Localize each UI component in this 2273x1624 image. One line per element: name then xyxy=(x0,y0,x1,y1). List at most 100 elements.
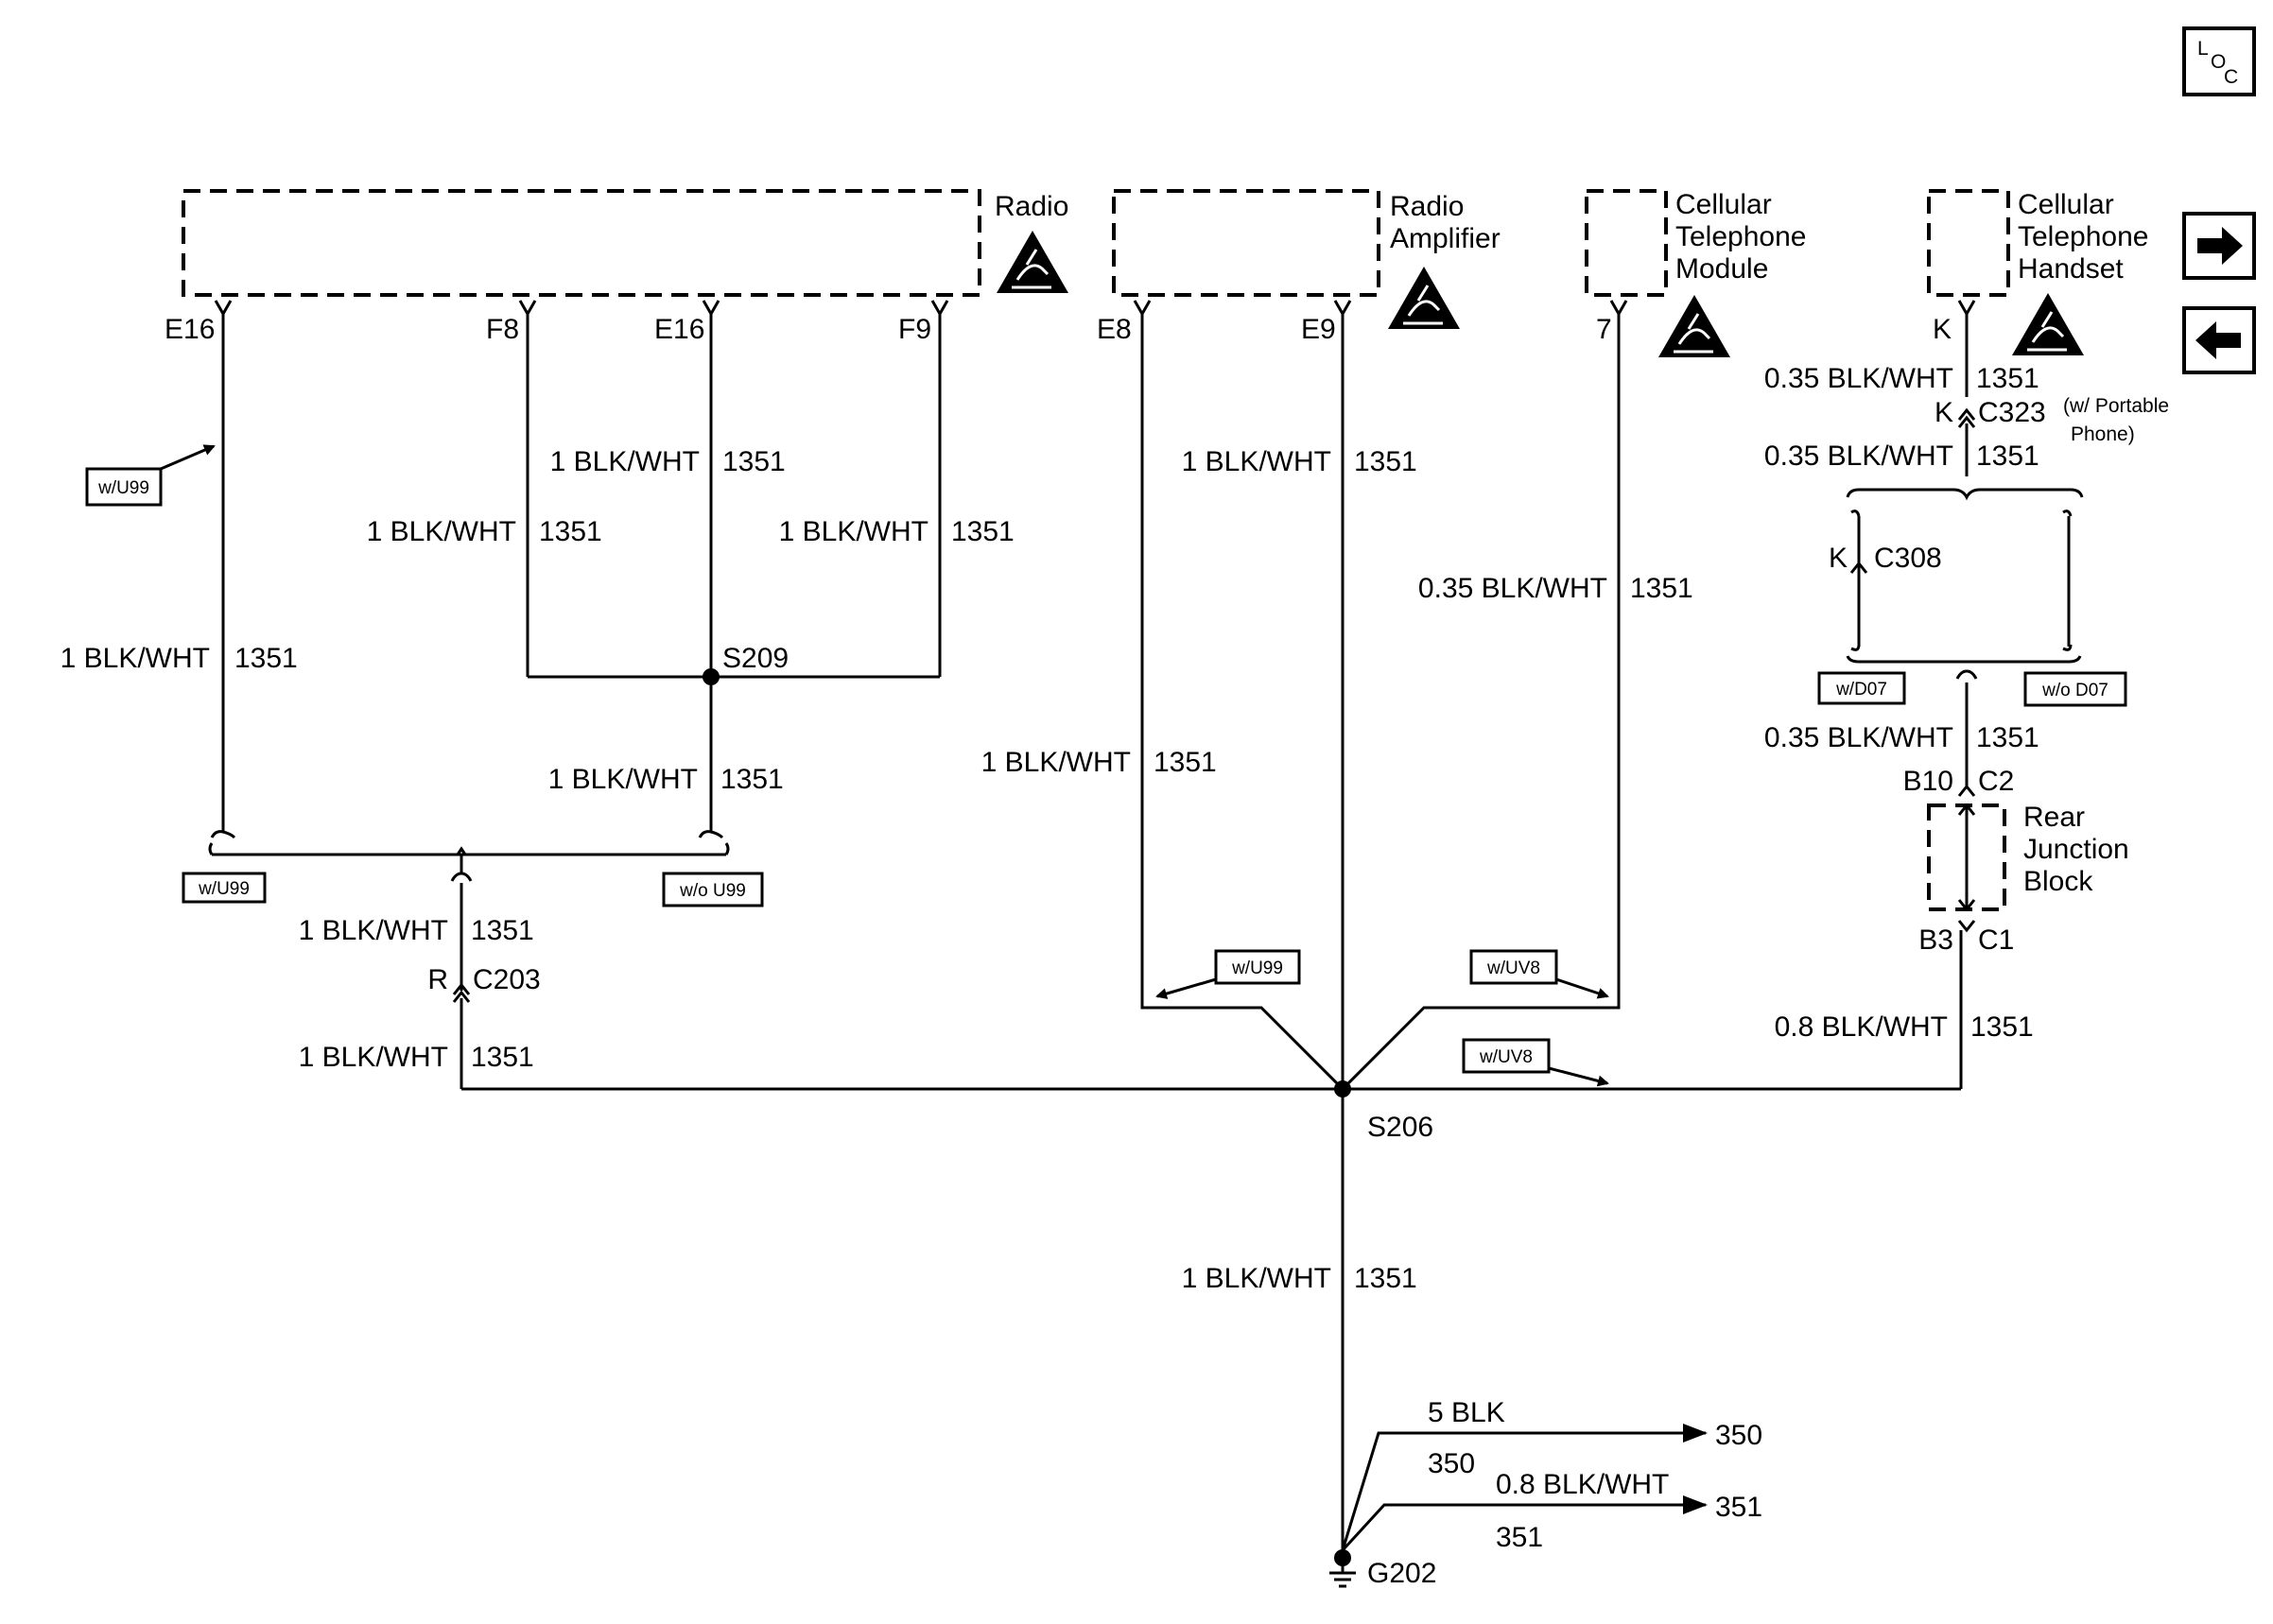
pin-e8: E8 xyxy=(1097,314,1132,345)
esd-sensitive-icon xyxy=(1386,265,1462,331)
pin-f8: F8 xyxy=(486,314,519,345)
connector-c323-label: C323 xyxy=(1978,397,2046,428)
wire-label-spec: 1 BLK/WHT xyxy=(550,446,700,477)
option-tag: w/U99 xyxy=(85,444,216,507)
pin-e16-mid: E16 xyxy=(654,314,704,345)
svg-text:w/UV8: w/UV8 xyxy=(1479,1047,1533,1067)
connector-c308-label: C308 xyxy=(1874,543,1942,574)
wire-label-spec: 1 BLK/WHT xyxy=(1182,446,1331,477)
option-tag: w/UV8 xyxy=(1462,1038,1609,1087)
splice-s209-dot xyxy=(703,668,720,685)
ground-g202-dot xyxy=(1334,1549,1351,1566)
svg-text:w/o U99: w/o U99 xyxy=(679,881,746,901)
next-page-button[interactable] xyxy=(2182,212,2256,280)
wire-label-spec: 1 BLK/WHT xyxy=(299,1042,448,1073)
rear-junction-label-2: Junction xyxy=(2023,834,2129,865)
wire-label-circuit: 1351 xyxy=(1354,446,1417,477)
option-tag: w/D07 xyxy=(1817,671,1906,705)
pin-k-handset: K xyxy=(1933,314,1952,345)
wire-label-circuit: 1351 xyxy=(1970,1011,2034,1043)
svg-text:w/U99: w/U99 xyxy=(97,478,149,498)
wire-label-circuit: 1351 xyxy=(1976,441,2039,472)
wire-label-circuit: 1351 xyxy=(471,1042,534,1073)
splice-s206-label: S206 xyxy=(1367,1112,1433,1143)
svg-text:O: O xyxy=(2211,51,2226,73)
svg-text:L: L xyxy=(2197,38,2209,60)
option-tag: w/U99 xyxy=(182,872,267,904)
rear-junction-label-1: Rear xyxy=(2023,802,2085,833)
pin-7: 7 xyxy=(1596,314,1612,345)
cellular-module-label-1: Cellular xyxy=(1675,189,1772,220)
cellular-module-label-3: Module xyxy=(1675,253,1768,285)
svg-text:w/D07: w/D07 xyxy=(1835,680,1887,700)
wire-label-spec: 1 BLK/WHT xyxy=(1182,1263,1331,1294)
wire-label-circuit: 1351 xyxy=(234,643,298,674)
wire-label-spec: 0.8 BLK/WHT xyxy=(1496,1469,1669,1500)
wire-label-circuit: 351 xyxy=(1496,1522,1543,1553)
option-tag: w/o D07 xyxy=(2023,671,2127,707)
radio-box xyxy=(182,189,981,297)
junction-pin-b10: B10 xyxy=(1903,766,1953,797)
connector-c323-pin: K xyxy=(1935,397,1953,428)
wire-label-circuit: 1351 xyxy=(1976,363,2039,394)
wire-label-circuit: 1351 xyxy=(951,516,1015,547)
wire-label-spec: 1 BLK/WHT xyxy=(981,747,1131,778)
pin-e9: E9 xyxy=(1301,314,1336,345)
cellular-handset-label-2: Telephone xyxy=(2018,221,2148,252)
cellular-module-label-2: Telephone xyxy=(1675,221,1806,252)
pin-e16-left: E16 xyxy=(165,314,215,345)
radio-amplifier-label-2: Amplifier xyxy=(1390,223,1501,254)
connector-c203-pin: R xyxy=(427,964,448,995)
wire-label-spec: 0.35 BLK/WHT xyxy=(1764,722,1953,753)
option-tag: w/UV8 xyxy=(1469,949,1609,999)
ground-icon xyxy=(1329,1562,1356,1588)
pin-f9: F9 xyxy=(898,314,931,345)
wire-label-circuit: 1351 xyxy=(722,446,786,477)
circuit-reference: 350 xyxy=(1715,1420,1762,1451)
radio-label: Radio xyxy=(995,191,1068,222)
wire-label-circuit: 1351 xyxy=(1976,722,2039,753)
esd-sensitive-icon xyxy=(1657,293,1732,359)
wire-label-spec: 0.8 BLK/WHT xyxy=(1775,1011,1948,1043)
connector-c203-label: C203 xyxy=(473,964,541,995)
junction-pin-c2: C2 xyxy=(1978,766,2014,797)
circuit-reference: 351 xyxy=(1715,1492,1762,1523)
wire-label-spec: 1 BLK/WHT xyxy=(548,764,698,795)
connector-c323-note: Phone) xyxy=(2071,423,2135,445)
svg-text:C: C xyxy=(2224,66,2238,88)
wire-label-circuit: 1351 xyxy=(471,915,534,946)
cellular-handset-label-3: Handset xyxy=(2018,253,2124,285)
arrow-left-icon xyxy=(2195,321,2241,359)
arrow-right-icon xyxy=(2197,227,2243,265)
junction-pin-b3: B3 xyxy=(1918,924,1953,956)
pin-forks xyxy=(214,300,1976,320)
location-button[interactable]: L O C xyxy=(2182,26,2256,96)
wire-label-circuit: 1351 xyxy=(1354,1263,1417,1294)
previous-page-button[interactable] xyxy=(2182,306,2256,374)
option-tag: w/U99 xyxy=(1155,949,1301,999)
esd-sensitive-icon xyxy=(995,229,1070,295)
wire-label-spec: 1 BLK/WHT xyxy=(367,516,516,547)
wire-label-spec: 1 BLK/WHT xyxy=(299,915,448,946)
wire-label-spec: 0.35 BLK/WHT xyxy=(1764,363,1953,394)
wire-label-spec: 0.35 BLK/WHT xyxy=(1418,573,1607,604)
wire-label-spec: 0.35 BLK/WHT xyxy=(1764,441,1953,472)
ground-g202-label: G202 xyxy=(1367,1558,1436,1589)
connector-c308-pin: K xyxy=(1829,543,1848,574)
wire-label-circuit: 1351 xyxy=(1154,747,1217,778)
cellular-handset-box xyxy=(1927,189,2010,297)
option-tag: w/o U99 xyxy=(662,872,764,907)
svg-text:w/U99: w/U99 xyxy=(198,879,250,899)
cellular-handset-label-1: Cellular xyxy=(2018,189,2114,220)
wire-label-circuit: 1351 xyxy=(720,764,784,795)
rear-junction-label-3: Block xyxy=(2023,866,2093,897)
esd-sensitive-icon xyxy=(2010,291,2086,357)
splice-s209-label: S209 xyxy=(722,643,789,674)
junction-pin-c1: C1 xyxy=(1978,924,2014,956)
connector-c323-note: (w/ Portable xyxy=(2063,395,2169,417)
radio-amplifier-label-1: Radio xyxy=(1390,191,1464,222)
wire-label-circuit: 1351 xyxy=(539,516,602,547)
wire-label-spec: 1 BLK/WHT xyxy=(61,643,210,674)
svg-text:w/o D07: w/o D07 xyxy=(2041,681,2108,700)
